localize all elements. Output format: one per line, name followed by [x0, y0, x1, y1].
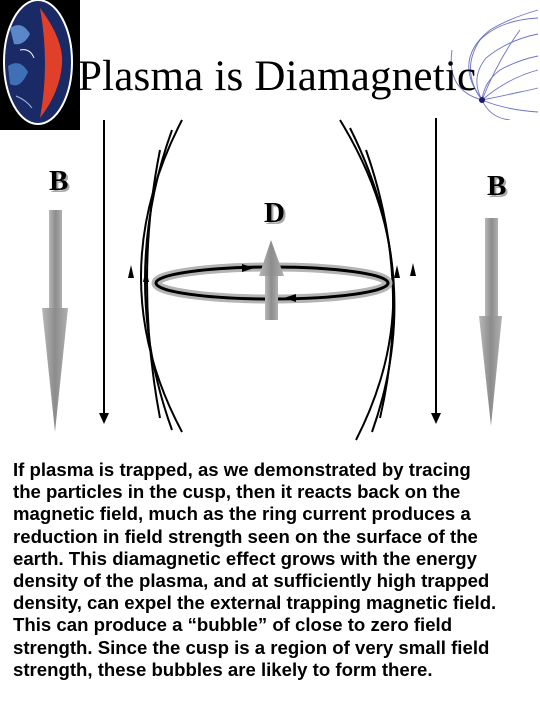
body-line: strength. Since the cusp is a region of … [13, 636, 490, 658]
magnetic-field-lines-icon [450, 9, 539, 120]
explanation-text: If plasma is trapped, as we demonstrated… [13, 459, 533, 681]
body-line: If plasma is trapped, as we demonstrated… [13, 459, 471, 480]
right-b-field-arrow [479, 218, 502, 426]
body-line: the particles in the cusp, then it react… [13, 481, 461, 503]
earth-magnetosphere-photo-icon [0, 0, 80, 130]
body-line: density of the plasma, and at sufficient… [13, 570, 490, 592]
body-line: magnetic field, much as the ring current… [13, 503, 471, 525]
body-line: density, can expel the external trapping… [13, 592, 497, 614]
b-field-label-right: B [487, 170, 507, 202]
d-moment-label: D [264, 197, 285, 229]
right-curved-field-lines [339, 119, 416, 441]
body-line: reduction in field strength seen on the … [13, 525, 478, 547]
left-b-field-arrow [42, 210, 68, 432]
right-straight-field-line [431, 118, 441, 424]
body-line: strength, these bubbles are likely to fo… [13, 658, 433, 680]
diamagnetic-moment-arrow [259, 240, 284, 320]
diamagnetism-diagram [42, 118, 502, 441]
body-line: This can produce a “bubble” of close to … [13, 614, 453, 636]
left-straight-field-line [99, 120, 109, 424]
b-field-label-left: B [49, 165, 69, 197]
left-curved-field-lines [128, 119, 183, 433]
slide-title: Plasma is Diamagnetic [78, 53, 477, 100]
body-line: earth. This diamagnetic effect grows wit… [13, 547, 477, 569]
